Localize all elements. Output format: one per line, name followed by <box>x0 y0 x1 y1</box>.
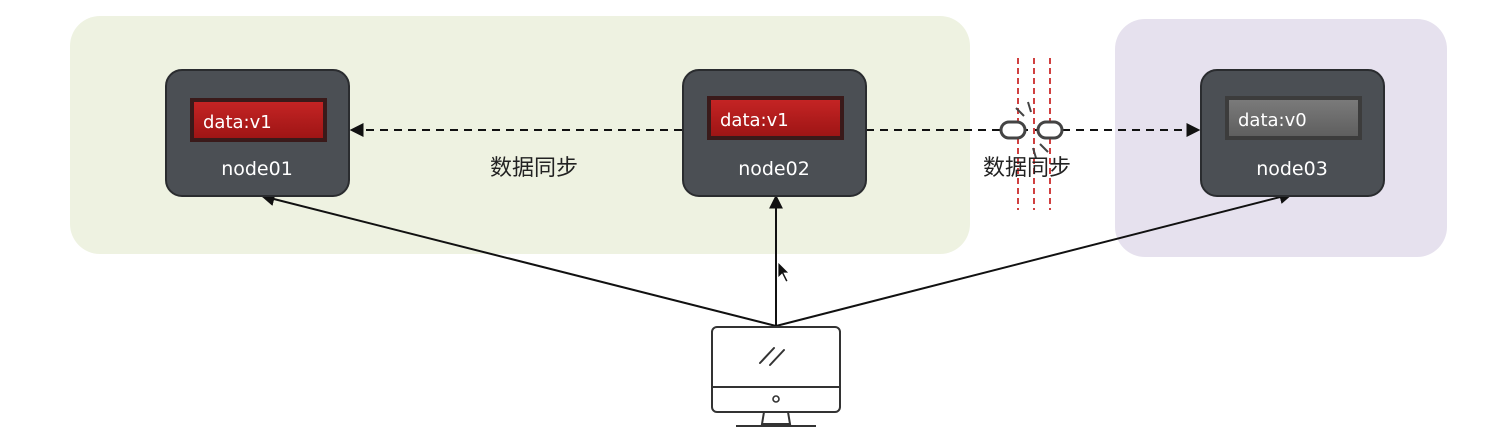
node03-server: data:v0 node03 <box>1200 69 1385 197</box>
sync-label-1: 数据同步 <box>490 156 578 181</box>
node03-label: node03 <box>1256 158 1328 180</box>
client-link-node01 <box>260 192 777 327</box>
node02-server: data:v1 node02 <box>682 69 867 197</box>
cursor-icon <box>777 261 790 283</box>
node03-data-value: data:v0 <box>1238 110 1307 131</box>
node01-label: node01 <box>221 158 293 180</box>
broken-link-icon <box>999 101 1064 159</box>
monitor-icon <box>711 326 841 427</box>
node02-label: node02 <box>738 158 810 180</box>
node02-data-value: data:v1 <box>720 110 789 131</box>
node01-data-value: data:v1 <box>203 112 272 133</box>
node01-server: data:v1 node01 <box>165 69 350 197</box>
sync-label-2: 数据同步 <box>983 156 1071 181</box>
client-link-node03 <box>775 190 1294 327</box>
